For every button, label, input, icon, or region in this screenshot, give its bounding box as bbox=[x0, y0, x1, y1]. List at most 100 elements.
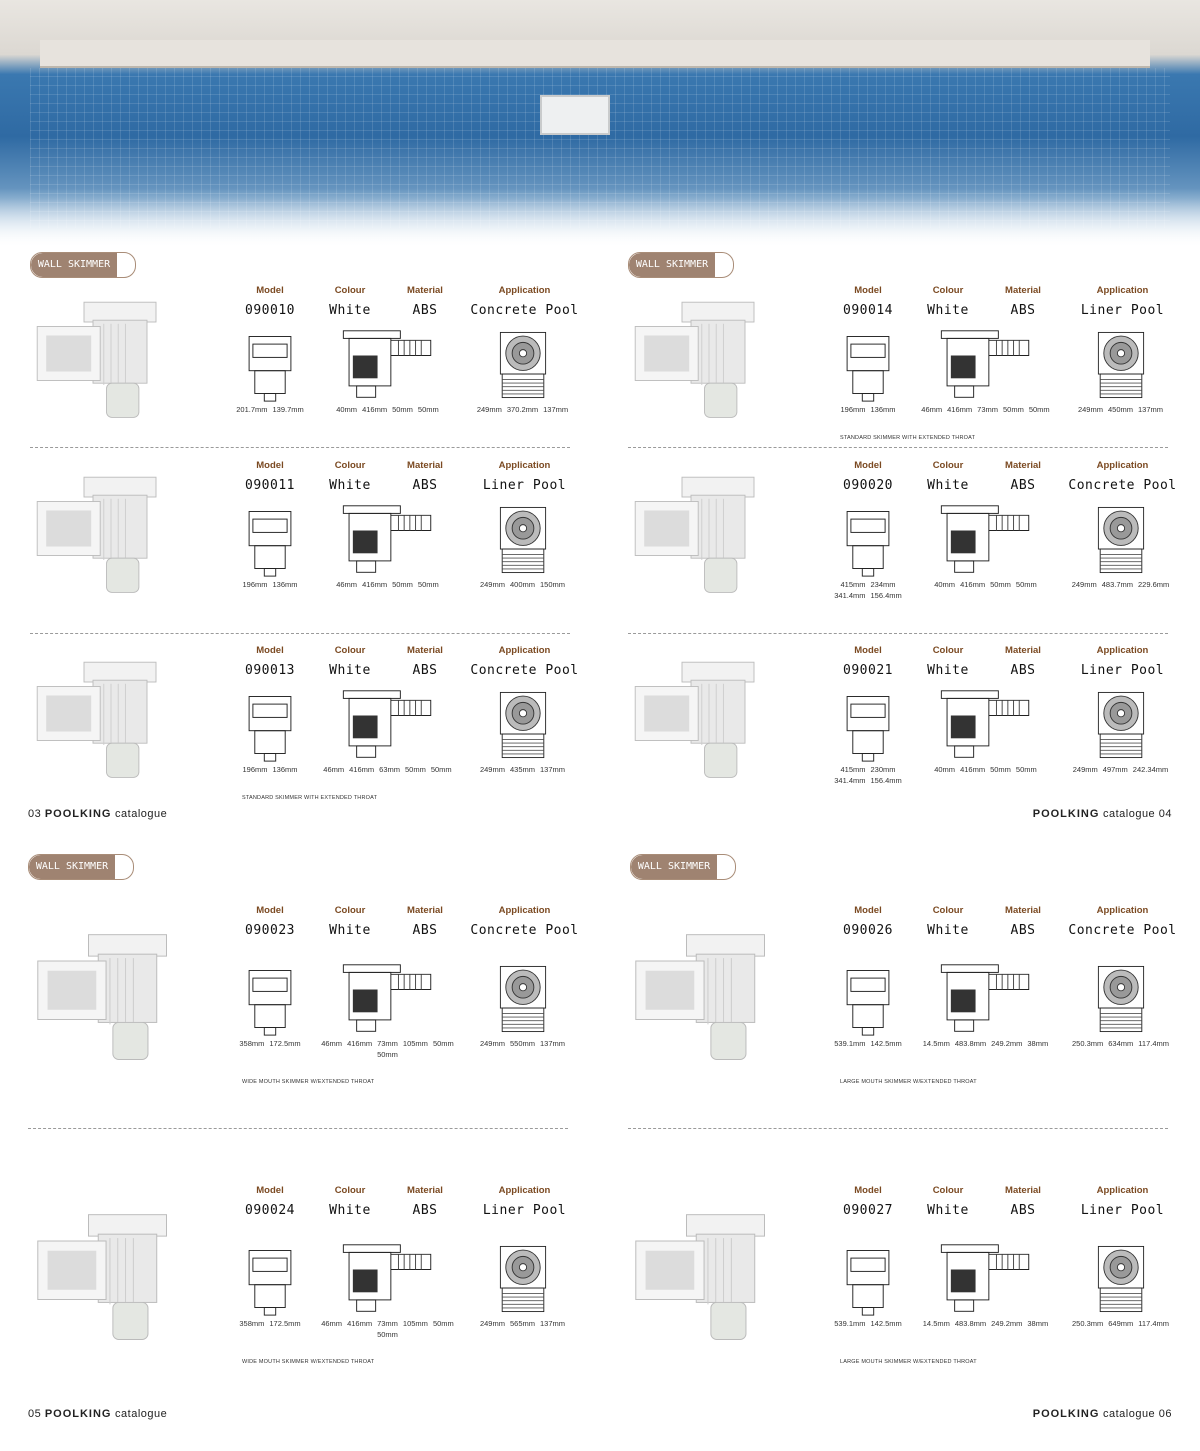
dimension-label: 416mm bbox=[349, 765, 375, 774]
spec-application-value: Liner Pool bbox=[1080, 303, 1165, 318]
dimension-label: 50mm bbox=[417, 405, 439, 414]
dimension-label: 249mm bbox=[479, 765, 505, 774]
dimension-label: 14.5mm bbox=[922, 1319, 950, 1328]
dimension-label: 565mm bbox=[509, 1319, 535, 1328]
dimension-label: 416mm bbox=[347, 1319, 373, 1328]
page-footer-06: POOLKING catalogue 06 bbox=[1032, 1408, 1172, 1420]
spec-model-label: Model bbox=[854, 905, 882, 916]
dimension-label: 46mm bbox=[323, 765, 345, 774]
spec-model-label: Model bbox=[854, 285, 882, 296]
spec-application-label: Application bbox=[1096, 905, 1149, 916]
spec-colour-value: White bbox=[927, 478, 969, 493]
spec-material-value: ABS bbox=[1010, 1203, 1036, 1218]
dimension-label: 435mm bbox=[509, 765, 535, 774]
dimension-label: 416mm bbox=[960, 765, 986, 774]
spec-application-label: Application bbox=[1096, 460, 1149, 471]
spec-model-label: Model bbox=[256, 460, 284, 471]
drawing-caption: WIDE MOUTH SKIMMER W/EXTENDED THROAT bbox=[242, 1079, 375, 1085]
spec-application-label: Application bbox=[1096, 1185, 1149, 1196]
dimension-label: 50mm bbox=[377, 1050, 398, 1059]
dimension-label: 156.4mm bbox=[870, 591, 902, 600]
dimension-label: 46mm bbox=[321, 1039, 343, 1048]
dimension-label: 137mm bbox=[540, 1039, 566, 1048]
skimmer-product-photo bbox=[30, 470, 210, 610]
divider bbox=[28, 1128, 568, 1129]
dimension-label: 229.6mm bbox=[1138, 580, 1170, 589]
pool-edge bbox=[40, 40, 1150, 68]
divider bbox=[30, 447, 570, 448]
dimension-label: 40mm bbox=[934, 765, 956, 774]
drawing-caption: WIDE MOUTH SKIMMER W/EXTENDED THROAT bbox=[242, 1359, 375, 1365]
spec-material-label: Material bbox=[407, 460, 443, 471]
spec-material-label: Material bbox=[1005, 1185, 1041, 1196]
spec-model-label: Model bbox=[854, 460, 882, 471]
dimension-label: 142.5mm bbox=[870, 1319, 902, 1328]
dimension-label: 14.5mm bbox=[922, 1039, 950, 1048]
section-badge: WALL SKIMMER bbox=[630, 854, 736, 880]
spec-colour-value: White bbox=[329, 1203, 371, 1218]
spec-material-value: ABS bbox=[412, 1203, 438, 1218]
dimension-label: 370.2mm bbox=[506, 405, 539, 414]
spec-material-label: Material bbox=[1005, 460, 1041, 471]
spec-colour-value: White bbox=[927, 1203, 969, 1218]
divider bbox=[30, 633, 570, 634]
dimension-label: 137mm bbox=[540, 765, 566, 774]
spec-material-label: Material bbox=[1005, 285, 1041, 296]
dimension-label: 341.4mm bbox=[834, 776, 866, 785]
dimension-label: 172.5mm bbox=[269, 1319, 301, 1328]
skimmer-product-photo bbox=[30, 1205, 225, 1360]
dimension-label: 250.3mm bbox=[1072, 1319, 1104, 1328]
spec-colour-label: Colour bbox=[334, 285, 366, 296]
dimension-label: 136mm bbox=[272, 580, 298, 589]
spec-application-label: Application bbox=[498, 905, 551, 916]
spec-colour-label: Colour bbox=[334, 905, 366, 916]
spec-application-label: Application bbox=[1096, 645, 1149, 656]
spec-application-value: Concrete Pool bbox=[470, 303, 579, 318]
page-footer-04: POOLKING catalogue 04 bbox=[1032, 808, 1172, 820]
spec-application-value: Liner Pool bbox=[482, 478, 567, 493]
dimension-label: 105mm bbox=[402, 1039, 428, 1048]
spec-model-label: Model bbox=[256, 645, 284, 656]
dimension-label: 196mm bbox=[242, 765, 268, 774]
dimension-label: 249mm bbox=[479, 1039, 505, 1048]
dimension-label: 50mm bbox=[377, 1330, 398, 1339]
dimension-label: 416mm bbox=[960, 580, 986, 589]
dimension-label: 137mm bbox=[1138, 405, 1164, 414]
page-footer-05: 05 POOLKING catalogue bbox=[28, 1408, 168, 1420]
spec-material-label: Material bbox=[407, 645, 443, 656]
dimension-label: 358mm bbox=[239, 1039, 265, 1048]
dimension-label: 249mm bbox=[1077, 405, 1103, 414]
spec-application-label: Application bbox=[498, 460, 551, 471]
spec-colour-label: Colour bbox=[334, 460, 366, 471]
